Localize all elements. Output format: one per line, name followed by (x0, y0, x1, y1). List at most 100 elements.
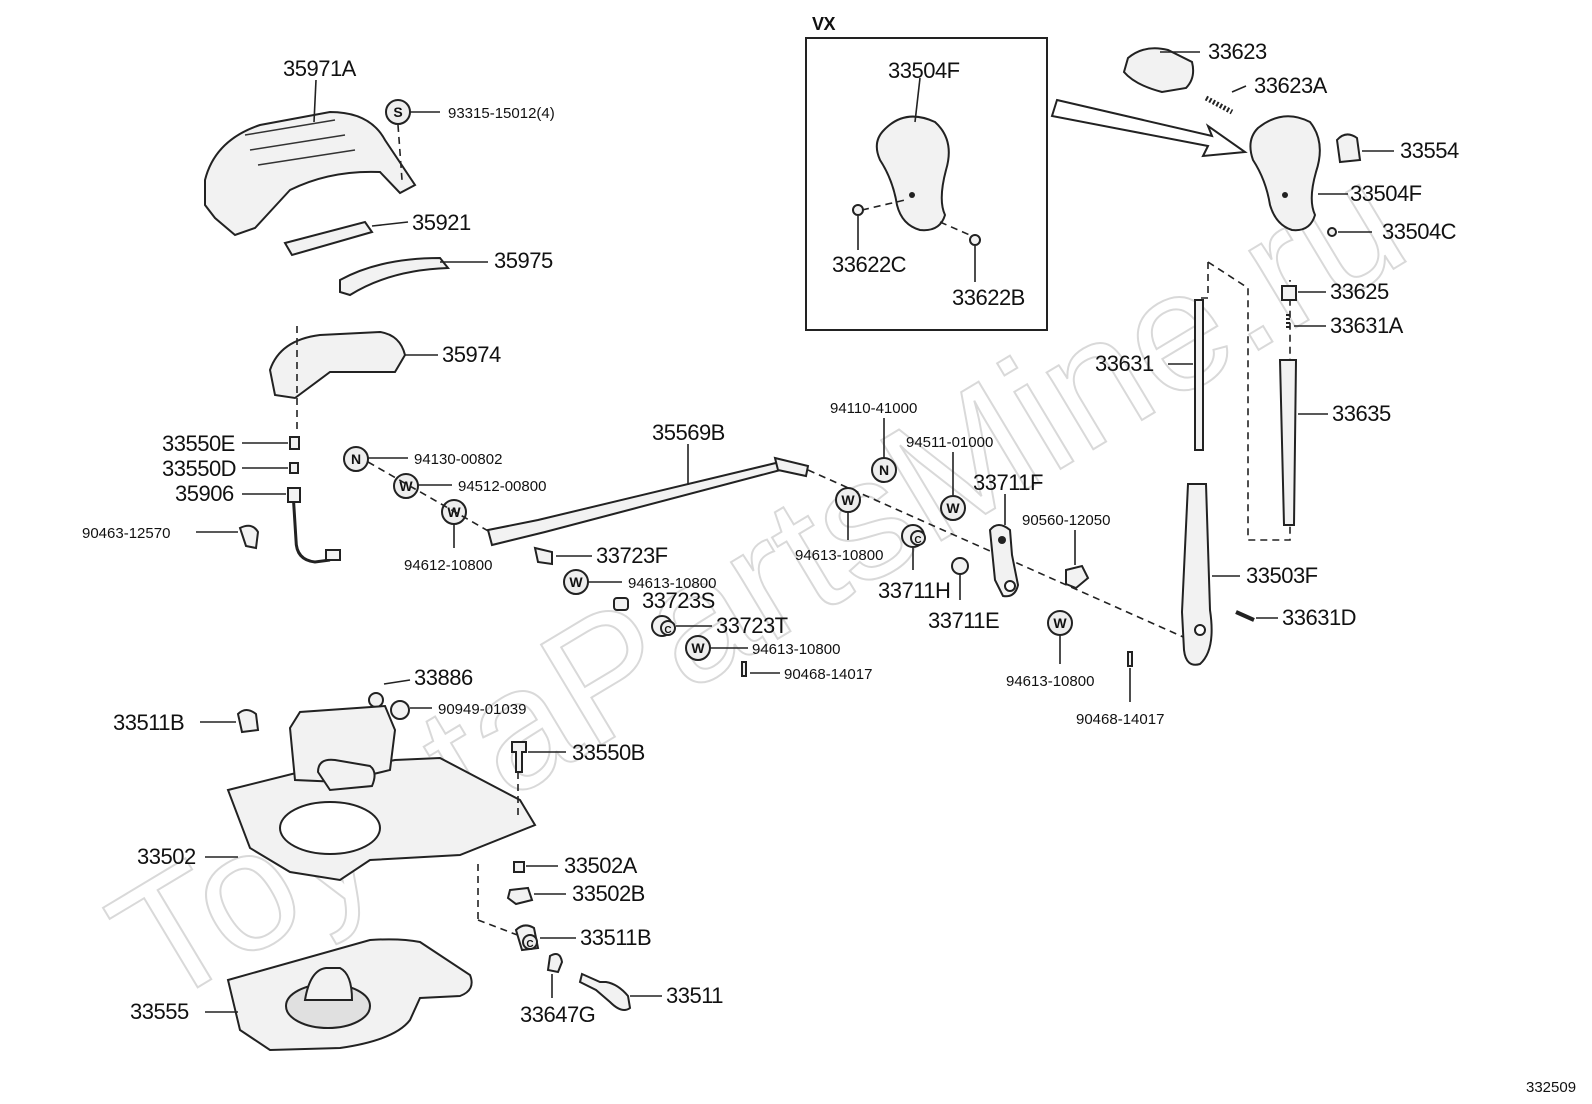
lamp-housing-35974 (268, 330, 407, 400)
socket-connector (325, 549, 341, 561)
bushing-33723S (613, 597, 629, 611)
svg-text:S: S (393, 104, 402, 120)
vx-shift-knob (875, 115, 950, 232)
label-33623: 33623 (1208, 39, 1267, 64)
vx-knob-hole (909, 192, 915, 198)
label-35569B: 35569B (652, 420, 725, 445)
symbol-n-1: N (343, 446, 369, 472)
svg-text:W: W (841, 492, 855, 508)
shift-lever-33503F (1180, 483, 1213, 666)
bushing-33647G (546, 953, 564, 974)
label-33625: 33625 (1330, 279, 1389, 304)
dash-93315 (397, 124, 403, 181)
dash-rod-left (367, 461, 491, 533)
label-33502B: 33502B (572, 881, 645, 906)
screw-33504C (1327, 227, 1337, 237)
vx-frame (805, 37, 1048, 331)
label-35975: 35975 (494, 248, 553, 273)
svg-text:W: W (691, 640, 705, 656)
vx-arrow (1050, 98, 1248, 158)
vx-screw-left-dash (861, 199, 906, 211)
svg-text:C: C (526, 939, 533, 950)
bushing-33511B-top (236, 709, 260, 734)
label-90468b: 90468-14017 (1076, 711, 1164, 728)
label-90463: 90463-12570 (82, 525, 170, 542)
bulb-33550E (289, 436, 300, 450)
label-33504C: 33504C (1382, 219, 1457, 244)
lever-group: 94110-41000 N 94511-01000 W W 94613-1080… (795, 400, 1164, 728)
label-94130: 94130-00802 (414, 451, 502, 468)
label-33554: 33554 (1400, 138, 1459, 163)
linkage-group: N 94130-00802 W 94512-00800 W 94612-1080… (343, 420, 1191, 683)
svg-text:W: W (946, 500, 960, 516)
label-35974: 35974 (442, 342, 501, 367)
clamp-90463 (238, 524, 260, 550)
cap-33625 (1281, 285, 1297, 301)
rod-end (773, 456, 810, 478)
label-33711E: 33711E (928, 608, 999, 633)
lamp-group: 35974 33550E 33550D 35906 90463-12570 (82, 326, 501, 564)
label-94612: 94612-10800 (404, 557, 492, 574)
pin-33511 (578, 972, 632, 1011)
label-33723F: 33723F (596, 543, 668, 568)
symbol-w-7: W (1047, 610, 1073, 636)
svg-text:W: W (1053, 615, 1067, 631)
label-33711H: 33711H (878, 578, 950, 603)
pin-90468a (741, 661, 747, 677)
symbol-w-5: W (940, 495, 966, 521)
svg-text:C: C (914, 535, 921, 546)
label-33647G: 33647G (520, 1002, 595, 1027)
label-94110: 94110-41000 (830, 400, 917, 417)
label-33511B-top: 33511B (113, 710, 184, 735)
label-33723T: 33723T (716, 613, 788, 638)
shift-knob-hole (1282, 192, 1288, 198)
label-90468a: 90468-14017 (784, 666, 872, 683)
symbol-c-2: C (910, 530, 926, 546)
symbol-c-3: C (522, 934, 538, 950)
label-33511: 33511 (666, 983, 723, 1008)
label-35906: 35906 (175, 481, 234, 506)
shift-bracket (288, 704, 397, 784)
symbol-w-4: W (685, 635, 711, 661)
label-33502: 33502 (137, 844, 196, 869)
lever-pivot-hole (1194, 624, 1206, 636)
clip-33886 (368, 692, 384, 708)
indicator-housing (204, 110, 417, 237)
housing-ribs (244, 119, 356, 166)
leader-35971A (313, 79, 317, 123)
label-33504F: 33504F (1350, 181, 1422, 206)
pin-90468b (1127, 651, 1133, 667)
vx-screw-right-dash (939, 221, 973, 237)
bushing-33723F (533, 546, 553, 566)
bushing-33711E (951, 557, 969, 575)
label-94613b: 94613-10800 (752, 641, 840, 658)
indicator-housing-group: 35971A S 93315-15012(4) 35921 35975 (204, 56, 555, 297)
pin-33631D (1235, 610, 1255, 622)
label-33503F: 33503F (1246, 563, 1318, 588)
rod-33631 (1194, 299, 1204, 451)
svg-text:N: N (351, 451, 361, 467)
nut-33502B (506, 886, 534, 906)
spring-33623A (1204, 95, 1234, 115)
label-33631A: 33631A (1330, 313, 1404, 338)
label-93315: 93315-15012(4) (448, 105, 555, 122)
button-33623 (1122, 47, 1195, 94)
indicator-plate-35921 (283, 220, 374, 257)
label-90949: 90949-01039 (438, 701, 526, 718)
dash-knob-to-lever (1200, 261, 1291, 541)
socket-35906 (287, 487, 301, 503)
label-94613a: 94613-10800 (628, 575, 716, 592)
dash-33511B-2 (477, 919, 521, 937)
vx-screw-left-label: 33622C (832, 252, 907, 277)
socket-wire-35906 (291, 491, 331, 564)
vx-title: VX (812, 14, 836, 34)
vx-knob-label: 33504F (888, 58, 960, 83)
bolt-33550B (511, 741, 527, 773)
diagram-id: 332509 (1526, 1079, 1576, 1096)
svg-text:C: C (664, 625, 671, 636)
knob-cap-33554 (1335, 133, 1362, 164)
leader-33623A (1231, 85, 1247, 93)
watermark: ToyotaPartsMine.ru (81, 125, 1434, 1042)
